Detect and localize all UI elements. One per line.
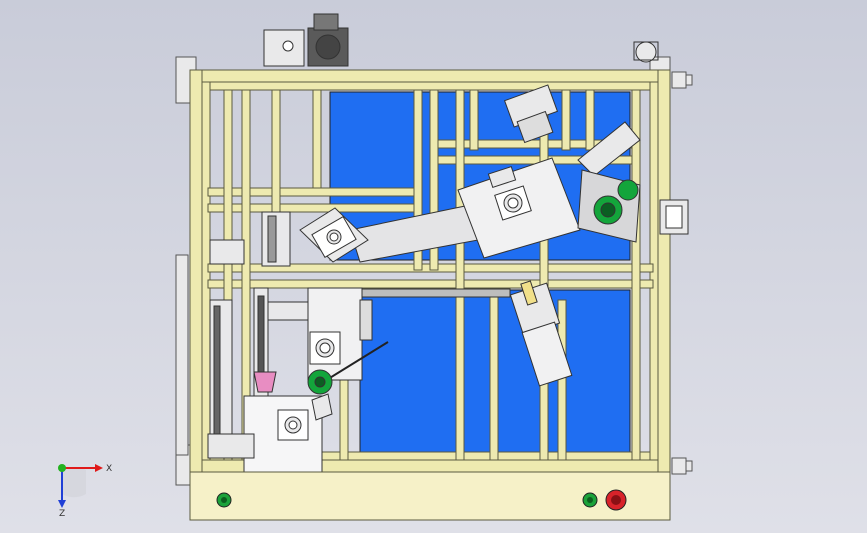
gear-motor-right	[577, 169, 689, 243]
y-axis-dot	[58, 464, 66, 472]
control-plate	[189, 471, 671, 521]
top-right-cylinder	[503, 84, 641, 177]
lower-slanted-cylinder	[509, 280, 573, 387]
guide-bar	[359, 288, 511, 298]
x-axis-label: X	[106, 464, 112, 474]
green-indicator-button[interactable]	[582, 492, 598, 508]
center-mechanism	[207, 287, 389, 481]
start-button[interactable]	[216, 492, 232, 508]
emergency-stop-button[interactable]	[605, 489, 627, 511]
z-axis-label: Z	[59, 509, 65, 519]
top-motor	[263, 13, 659, 67]
slanted-cylinder	[299, 204, 479, 263]
aluminium-frame	[189, 69, 671, 473]
coordinate-triad: X Z	[58, 464, 112, 519]
rotated-valve-block	[457, 157, 581, 259]
